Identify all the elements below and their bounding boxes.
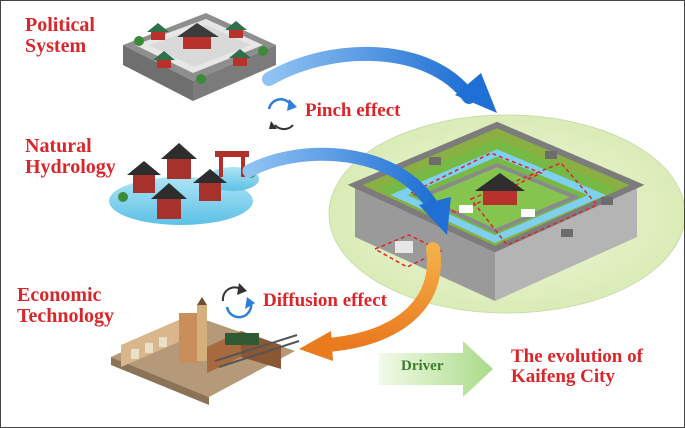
economic-label-line-2: Technology — [17, 305, 115, 327]
rotate-outward-icon — [221, 283, 255, 319]
evolution-label: The evolution of Kaifeng City — [511, 347, 643, 387]
kaifeng-city-illustration — [328, 114, 684, 314]
pinch-effect-label: Pinch effect — [305, 100, 401, 121]
driver-arrow — [379, 341, 493, 397]
economic-technology-label: Economic Technology — [17, 285, 114, 327]
evolution-label-line-2: Kaifeng City — [511, 365, 615, 387]
economic-label-line-1: Economic — [17, 284, 102, 306]
diffusion-arrow — [320, 242, 441, 352]
political-arrow-head — [455, 73, 497, 113]
hydrology-to-city-arrow — [242, 147, 440, 214]
diffusion-effect-label: Diffusion effect — [263, 290, 387, 311]
political-system-illustration — [123, 13, 276, 101]
hydrology-arrow-head — [419, 197, 451, 235]
hydrology-label-line-2: Hydrology — [25, 156, 116, 178]
diffusion-arrow-head — [299, 331, 333, 361]
political-label-line-1: Political — [25, 14, 95, 36]
natural-hydrology-label: Natural Hydrology — [25, 136, 116, 178]
hydrology-label-line-1: Natural — [25, 135, 92, 157]
political-to-city-arrow — [262, 46, 476, 104]
economic-technology-illustration — [111, 297, 300, 405]
political-label-line-2: System — [25, 35, 87, 57]
driver-label: Driver — [401, 358, 444, 374]
political-system-label: Political System — [25, 15, 95, 57]
natural-hydrology-illustration — [109, 143, 259, 225]
evolution-label-line-1: The evolution of — [511, 346, 643, 367]
rotate-inward-icon — [267, 98, 297, 131]
